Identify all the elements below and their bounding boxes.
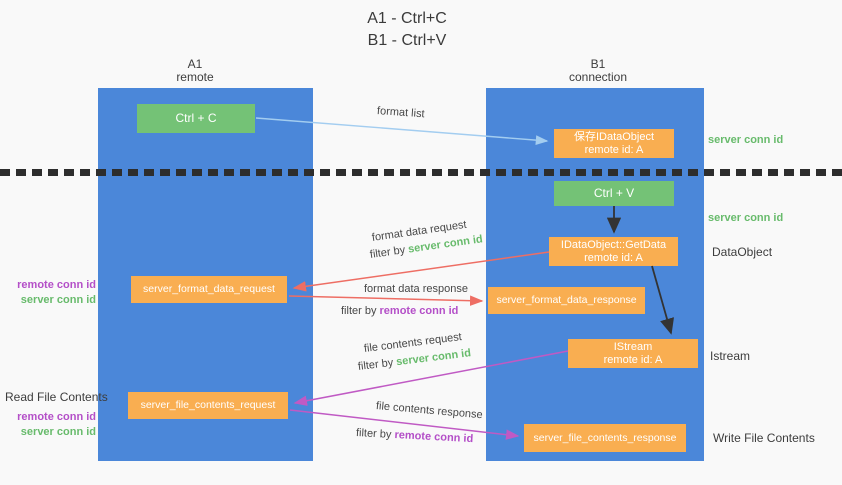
remote-conn-id-label: remote conn id [17,411,96,423]
title-line-b1: B1 - Ctrl+V [367,32,447,49]
node-format-response-label: server_format_data_response [496,294,637,306]
filter-by-text: filter by [369,244,406,261]
column-a1-subtitle: remote [176,70,214,84]
node-server-file-contents-request: server_file_contents_request [128,392,288,419]
column-a1-name: A1 [187,57,203,71]
node-ctrl-c: Ctrl + C [137,104,255,133]
label-file-contents-response-filter: filter by remote conn id [356,427,474,445]
node-getdata-line2: remote id: A [584,251,643,264]
node-save-dataobject-line1: 保存IDataObject [573,130,655,143]
filter-by-text: filter by [355,427,392,441]
title-line-a1: A1 - Ctrl+C [367,10,447,27]
label-format-data-response: format data response [364,283,468,295]
dashed-separator [0,169,842,176]
left-file-conn-ids: remote conn id server conn id [11,410,96,440]
column-header-b1: B1 connection [543,58,653,84]
server-conn-id-top-label: server conn id [708,134,784,146]
node-ctrl-c-label: Ctrl + C [175,111,217,125]
label-file-contents-response: file contents response [375,400,484,422]
column-b1-subtitle: connection [568,70,628,84]
node-istream-line2: remote id: A [603,353,663,366]
write-file-contents-label: Write File Contents [713,431,815,445]
filter-by-text: filter by [341,305,377,317]
server-conn-id-key: server conn id [395,347,472,369]
istream-label: Istream [710,349,751,363]
node-save-dataobject-line2: remote id: A [584,143,644,156]
node-ctrl-v-label: Ctrl + V [593,186,635,200]
remote-conn-id-label: remote conn id [17,279,96,291]
node-save-dataobject: 保存IDataObject remote id: A [554,129,674,158]
filter-by-text: filter by [357,356,394,373]
remote-conn-id-key: remote conn id [394,429,474,446]
dataobject-label: DataObject [712,245,773,259]
node-format-request-label: server_format_data_request [143,283,275,295]
server-conn-id-label: server conn id [20,294,96,306]
read-file-contents-label: Read File Contents [5,390,108,404]
node-server-format-data-response: server_format_data_response [488,287,645,314]
column-b1-name: B1 [590,57,606,71]
node-istream: IStream remote id: A [568,339,698,368]
server-conn-id-mid-label: server conn id [708,212,784,224]
node-server-format-data-request: server_format_data_request [131,276,287,303]
arrow-format-data-response [288,295,484,306]
node-server-file-contents-response: server_file_contents_response [524,424,686,452]
node-file-request-label: server_file_contents_request [140,399,276,411]
left-format-conn-ids: remote conn id server conn id [11,278,96,308]
node-ctrl-v: Ctrl + V [554,181,674,206]
node-idataobject-getdata: IDataObject::GetData remote id: A [549,237,678,266]
diagram-title: A1 - Ctrl+C B1 - Ctrl+V [297,8,517,52]
node-istream-line1: IStream [613,340,653,353]
label-format-list: format list [376,105,425,121]
node-getdata-line1: IDataObject::GetData [560,238,667,251]
column-header-a1: A1 remote [140,58,250,84]
remote-conn-id-key: remote conn id [379,305,459,317]
server-conn-id-label: server conn id [20,426,96,438]
label-format-data-response-filter: filter by remote conn id [341,305,458,317]
node-file-response-label: server_file_contents_response [533,431,677,444]
